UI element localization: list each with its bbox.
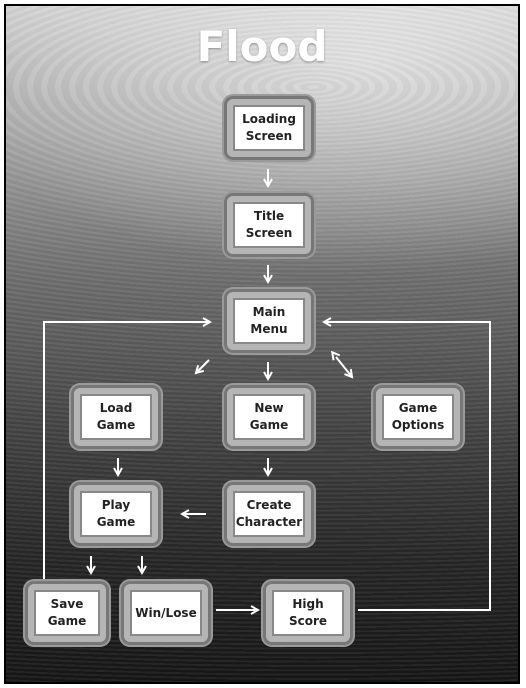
node-win-lose: Win/Lose bbox=[121, 581, 211, 645]
node-label: Loading Screen bbox=[242, 112, 296, 143]
arrow-main-to-load bbox=[196, 359, 210, 373]
node-label: Play Game bbox=[96, 498, 136, 529]
node-load-game: Load Game bbox=[71, 385, 161, 449]
node-game-options: Game Options bbox=[373, 385, 463, 449]
node-label: Main Menu bbox=[250, 305, 288, 336]
diagram-title: Flood bbox=[196, 22, 328, 71]
node-create-character: Create Character bbox=[224, 482, 314, 546]
node-main-menu: Main Menu bbox=[224, 289, 314, 353]
diagram-canvas: Flood Loading Screen bbox=[4, 4, 520, 684]
node-label: Game Options bbox=[391, 401, 445, 432]
node-save-game: Save Game bbox=[25, 581, 109, 645]
arrow-highscore-to-main bbox=[324, 322, 491, 611]
node-high-score: High Score bbox=[263, 581, 353, 645]
node-label: New Game bbox=[249, 401, 289, 432]
node-label: Create Character bbox=[235, 498, 303, 529]
arrow-save-to-main bbox=[43, 322, 210, 584]
node-label: Win/Lose bbox=[135, 605, 197, 620]
arrow-main-options-bidirectional bbox=[336, 357, 352, 377]
node-label: Title Screen bbox=[245, 209, 293, 240]
node-label: Save Game bbox=[47, 597, 87, 628]
node-title-screen: Title Screen bbox=[224, 193, 314, 257]
node-play-game: Play Game bbox=[71, 482, 161, 546]
flow-arrows bbox=[43, 169, 491, 684]
node-label: High Score bbox=[288, 597, 328, 628]
node-new-game: New Game bbox=[224, 385, 314, 449]
node-loading-screen: Loading Screen bbox=[224, 96, 314, 160]
node-label: Load Game bbox=[96, 401, 136, 432]
